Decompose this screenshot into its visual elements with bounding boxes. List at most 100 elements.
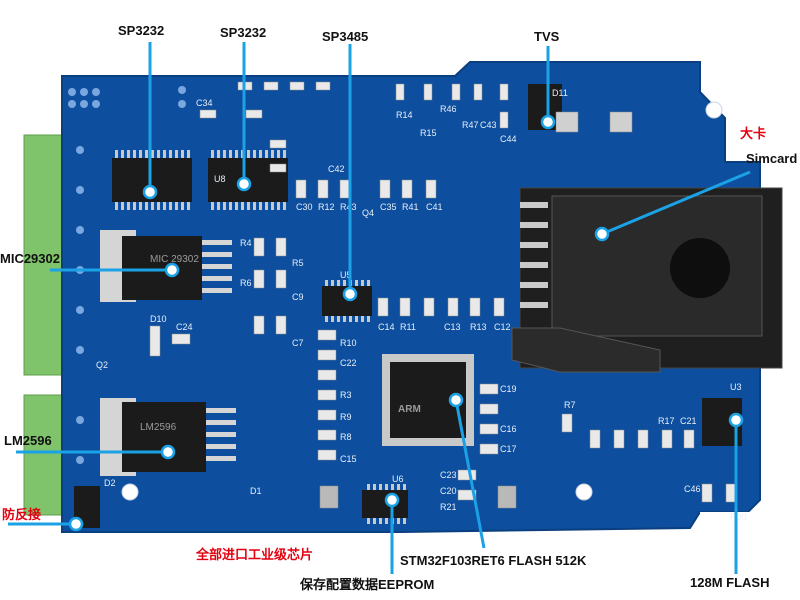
silk-c7: C7 [292, 338, 304, 348]
label-tvs: TVS [534, 29, 560, 44]
silk-r4: R4 [240, 238, 252, 248]
mount-hole-left [121, 483, 139, 501]
eeprom-chip [362, 490, 408, 518]
silk-c21: C21 [680, 416, 697, 426]
sp3485-chip-pins-bottom [324, 316, 370, 322]
silk-q4: Q4 [362, 208, 374, 218]
silk-r6: R6 [240, 278, 252, 288]
sp3485-chip-pins-top [324, 280, 370, 286]
silk-c46: C46 [684, 484, 701, 494]
lm2596-marking: LM2596 [140, 422, 177, 433]
callout-dot-mic29302 [164, 262, 180, 278]
callout-line-mcu [454, 399, 486, 549]
callout-dot-simcard [594, 226, 610, 242]
silk-c12: C12 [494, 322, 511, 332]
silk-r7: R7 [564, 400, 576, 410]
silk-r13: R13 [470, 322, 487, 332]
silk-r46: R46 [440, 104, 457, 114]
callout-line-simcard [601, 170, 751, 236]
label-lm2596: LM2596 [4, 433, 52, 448]
callout-dot-lm2596 [160, 444, 176, 460]
label-all-imported: 全部进口工业级芯片 [196, 547, 314, 562]
label-sp3485: SP3485 [322, 29, 369, 44]
callout-lines [8, 42, 751, 574]
silk-u3: U3 [730, 382, 742, 392]
eeprom-chip-pins-bottom [364, 518, 406, 524]
eeprom-chip-pins-top [364, 484, 406, 490]
silk-d10: D10 [150, 314, 167, 324]
silk-r21: R21 [440, 502, 457, 512]
callout-dot-sp3232-a [142, 184, 158, 200]
silk-c13: C13 [444, 322, 461, 332]
silkscreen-layer: U8 U5 U6 U3 D11 D10 D2 D1 Q4 Q2 R14 R15 … [96, 88, 747, 522]
silk-d2: D2 [104, 478, 116, 488]
silk-c15: C15 [340, 454, 357, 464]
via-dots [68, 86, 186, 464]
sp3232-chip-b-pins-top [210, 150, 286, 158]
sim-card-holder-hinge [511, 327, 661, 373]
passive-components [149, 81, 737, 509]
silk-c44: C44 [500, 134, 517, 144]
silk-r11: R11 [400, 322, 416, 332]
sp3232-chip-b-pins-bottom [210, 202, 286, 210]
silk-r47: R47 [462, 120, 479, 130]
mic29302-leads [202, 240, 232, 293]
silk-r8: R8 [340, 432, 352, 442]
silk-c35: C35 [380, 202, 397, 212]
silk-c22: C22 [340, 358, 357, 368]
sp3232-chip-a-pins-top [114, 150, 190, 158]
board-notch [700, 512, 760, 532]
silk-r41: R41 [402, 202, 419, 212]
silk-c14: C14 [378, 322, 395, 332]
callout-dot-sp3485 [342, 286, 358, 302]
silk-q2: Q2 [96, 360, 108, 370]
silk-u6: U6 [392, 474, 404, 484]
silk-c9: C9 [292, 292, 304, 302]
silk-c43: C43 [480, 120, 497, 130]
label-reverse-protect: 防反接 [2, 507, 42, 522]
silk-c30: C30 [296, 202, 313, 212]
silk-r3: R3 [340, 390, 352, 400]
silk-r9: R9 [340, 412, 352, 422]
silk-r15: R15 [420, 128, 437, 138]
silk-c23: C23 [440, 470, 457, 480]
silk-r14: R14 [396, 110, 413, 120]
callout-dot-tvs [540, 114, 556, 130]
sim-card-holder-frame [551, 195, 763, 337]
lm2596-chip [122, 402, 206, 472]
silk-c34: C34 [196, 98, 213, 108]
silk-c20: C20 [440, 486, 457, 496]
silk-r30: R30 [730, 512, 747, 522]
label-eeprom: 保存配置数据EEPROM [300, 577, 435, 592]
callout-dot-flash [728, 412, 744, 428]
label-flash: 128M FLASH [690, 575, 770, 590]
callout-dot-mcu [448, 392, 464, 408]
silk-d1: D1 [250, 486, 262, 496]
silk-r12: R12 [318, 202, 335, 212]
sp3232-chip-a-pins-bottom [114, 202, 190, 210]
mount-hole-top-right [705, 101, 723, 119]
mic29302-marking: MIC 29302 [150, 254, 199, 265]
label-simcard: Simcard [746, 151, 798, 166]
mount-hole-bottom-left [575, 483, 593, 501]
silk-c16: C16 [500, 424, 517, 434]
silk-c24: C24 [176, 322, 193, 332]
silk-r43: R43 [340, 202, 357, 212]
silk-d11: D11 [552, 88, 568, 98]
silk-u8: U8 [214, 174, 226, 184]
silk-r17: R17 [658, 416, 675, 426]
silk-r5: R5 [292, 258, 304, 268]
label-sp3232-a: SP3232 [118, 23, 165, 38]
silk-r10: R10 [340, 338, 357, 348]
silk-c19: C19 [500, 384, 517, 394]
silk-c17: C17 [500, 444, 517, 454]
callout-dot-eeprom [384, 492, 400, 508]
silk-u5: U5 [340, 270, 352, 280]
silk-c41: C41 [426, 202, 443, 212]
callout-dot-sp3232-b [236, 176, 252, 192]
mic29302-chip [122, 236, 202, 300]
label-sp3232-b: SP3232 [220, 25, 267, 40]
callout-dot-reverse-protect [68, 516, 84, 532]
label-mic29302: MIC29302 [0, 251, 60, 266]
sim-card-holder-hole [670, 238, 730, 298]
